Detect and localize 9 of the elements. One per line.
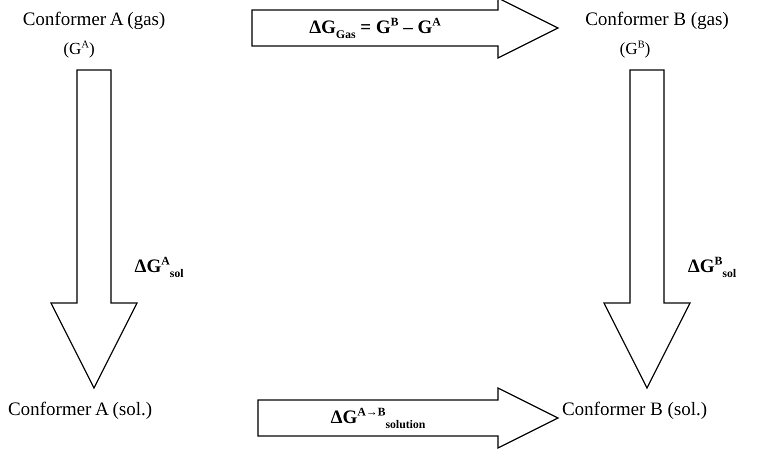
energy-label: (G$^{A}$)	[63, 38, 95, 60]
energy-label: (G$^{B}$)	[620, 38, 650, 60]
node-label: Conformer A (sol.)	[8, 398, 152, 422]
node-label: Conformer B (gas)	[585, 8, 729, 32]
node-label: Conformer A (gas)	[22, 8, 166, 32]
node-label: Conformer B (sol.)	[562, 398, 708, 422]
block-arrow	[50, 69, 138, 390]
edge-label: ΔG$_{Gas}$ = G$^{B}$ – G$^{A}$	[307, 15, 443, 41]
block-arrow	[602, 69, 692, 390]
